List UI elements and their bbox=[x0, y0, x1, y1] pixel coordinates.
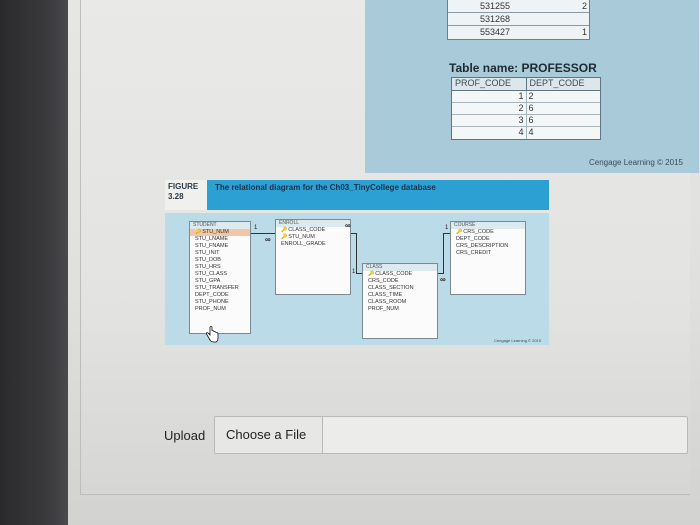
primary-key-field: 🔑CRS_CODE bbox=[456, 229, 494, 235]
monitor-bezel bbox=[0, 0, 68, 525]
table-name: CLASS bbox=[363, 264, 437, 271]
cell-value: 1 bbox=[582, 27, 588, 37]
primary-key-field: 🔑CLASS_CODE bbox=[281, 227, 326, 233]
table-row: 531255 2 bbox=[448, 0, 589, 13]
table-cell: 2 bbox=[452, 103, 527, 114]
table-row: 2 6 bbox=[452, 103, 600, 115]
table-name: STUDENT bbox=[190, 222, 250, 229]
field: CRS_CODE bbox=[368, 278, 399, 284]
table-cell: 6 bbox=[528, 103, 534, 113]
field: STU_PHONE bbox=[195, 299, 229, 305]
file-upload-field[interactable]: Choose a File bbox=[214, 416, 688, 454]
primary-key-field: 🔑STU_NUM bbox=[281, 234, 315, 240]
cell-value: 531268 bbox=[480, 14, 511, 24]
table-row: 553427 1 bbox=[448, 26, 589, 39]
table-row: 1 2 bbox=[452, 91, 600, 103]
enroll-table: ENROLL 🔑CLASS_CODE 🔑STU_NUM ENROLL_GRADE bbox=[275, 219, 351, 295]
relationship-line bbox=[443, 233, 444, 274]
relationship-line bbox=[351, 233, 357, 234]
table-name: ENROLL bbox=[276, 220, 350, 227]
relationship-line bbox=[356, 233, 357, 274]
field: STU_HRS bbox=[195, 264, 221, 270]
table-row: 4 4 bbox=[452, 127, 600, 139]
relationship-line bbox=[443, 233, 450, 234]
one-marker: 1 bbox=[254, 225, 258, 231]
table-header: PROF_CODE DEPT_CODE bbox=[452, 78, 600, 91]
table-name: COURSE bbox=[451, 222, 525, 229]
cell-value: 553427 bbox=[480, 27, 511, 37]
table-cell: 4 bbox=[452, 127, 527, 139]
one-marker: 1 bbox=[352, 269, 356, 275]
primary-key-field: 🔑STU_NUM bbox=[190, 229, 250, 236]
many-marker: ∞ bbox=[345, 221, 351, 230]
one-marker: 1 bbox=[445, 225, 449, 231]
professor-table: PROF_CODE DEPT_CODE 1 2 2 6 3 6 4 4 bbox=[451, 77, 601, 140]
relationship-line bbox=[438, 273, 444, 274]
primary-key-field: 🔑CLASS_CODE bbox=[368, 271, 413, 277]
figure-caption: The relational diagram for the Ch03_Tiny… bbox=[207, 180, 549, 210]
column-header: PROF_CODE bbox=[452, 78, 527, 90]
key-icon: 🔑 bbox=[368, 271, 375, 277]
table-row: 531268 bbox=[448, 13, 589, 26]
choose-file-button[interactable]: Choose a File bbox=[215, 417, 323, 453]
field: DEPT_CODE bbox=[456, 236, 490, 242]
field: STU_LNAME bbox=[195, 236, 229, 242]
figure-label: FIGURE 3.28 bbox=[165, 180, 207, 210]
many-marker: ∞ bbox=[440, 275, 446, 284]
field: DEPT_CODE bbox=[195, 292, 229, 298]
key-icon: 🔑 bbox=[456, 229, 463, 235]
course-table: COURSE 🔑CRS_CODE DEPT_CODE CRS_DESCRIPTI… bbox=[450, 221, 526, 295]
upload-label: Upload bbox=[164, 428, 206, 443]
table-cell: 3 bbox=[452, 115, 527, 126]
field: CLASS_SECTION bbox=[368, 285, 414, 291]
key-icon: 🔑 bbox=[281, 234, 288, 240]
field: PROF_NUM bbox=[195, 306, 226, 312]
field: STU_TRANSFER bbox=[195, 285, 239, 291]
figure-credit: Cengage Learning © 2015 bbox=[494, 338, 541, 343]
figure-caption-bar: FIGURE 3.28 The relational diagram for t… bbox=[165, 180, 549, 210]
field: PROF_NUM bbox=[368, 306, 399, 312]
top-data-table: 531255 2 531268 553427 1 bbox=[447, 0, 590, 40]
figure-3-28: FIGURE 3.28 The relational diagram for t… bbox=[165, 180, 549, 345]
relational-diagram: STUDENT 🔑STU_NUM STU_LNAME STU_FNAME STU… bbox=[165, 213, 549, 345]
field: STU_INIT bbox=[195, 250, 220, 256]
hand-cursor-icon bbox=[206, 326, 219, 343]
relationship-line bbox=[356, 273, 362, 274]
figure-label-line: FIGURE bbox=[168, 182, 199, 191]
key-icon: 🔑 bbox=[281, 227, 288, 233]
field: STU_FNAME bbox=[195, 243, 229, 249]
class-table: CLASS 🔑CLASS_CODE CRS_CODE CLASS_SECTION… bbox=[362, 263, 438, 339]
table-cell: 1 bbox=[452, 91, 527, 102]
key-icon: 🔑 bbox=[195, 229, 202, 235]
field: CRS_DESCRIPTION bbox=[456, 243, 509, 249]
field: STU_GPA bbox=[195, 278, 221, 284]
field: CLASS_TIME bbox=[368, 292, 403, 298]
field: CRS_CREDIT bbox=[456, 250, 492, 256]
student-table: STUDENT 🔑STU_NUM STU_LNAME STU_FNAME STU… bbox=[189, 221, 251, 334]
column-header: DEPT_CODE bbox=[529, 78, 585, 88]
field: CLASS_ROOM bbox=[368, 299, 407, 305]
field: STU_CLASS bbox=[195, 271, 228, 277]
table-title: Table name: PROFESSOR bbox=[449, 61, 597, 75]
cell-value: 531255 bbox=[480, 1, 511, 11]
relationship-line bbox=[251, 233, 275, 234]
table-row: 3 6 bbox=[452, 115, 600, 127]
many-marker: ∞ bbox=[265, 235, 271, 244]
figure-number: 3.28 bbox=[168, 192, 184, 201]
cell-value: 2 bbox=[582, 1, 588, 11]
table-cell: 4 bbox=[528, 127, 534, 137]
table-cell: 2 bbox=[528, 91, 534, 101]
field: STU_DOB bbox=[195, 257, 221, 263]
professor-table-image: 531255 2 531268 553427 1 Table name: PRO… bbox=[365, 0, 699, 173]
table-cell: 6 bbox=[528, 115, 534, 125]
field: ENROLL_GRADE bbox=[281, 241, 326, 247]
image-credit: Cengage Learning © 2015 bbox=[589, 158, 683, 167]
